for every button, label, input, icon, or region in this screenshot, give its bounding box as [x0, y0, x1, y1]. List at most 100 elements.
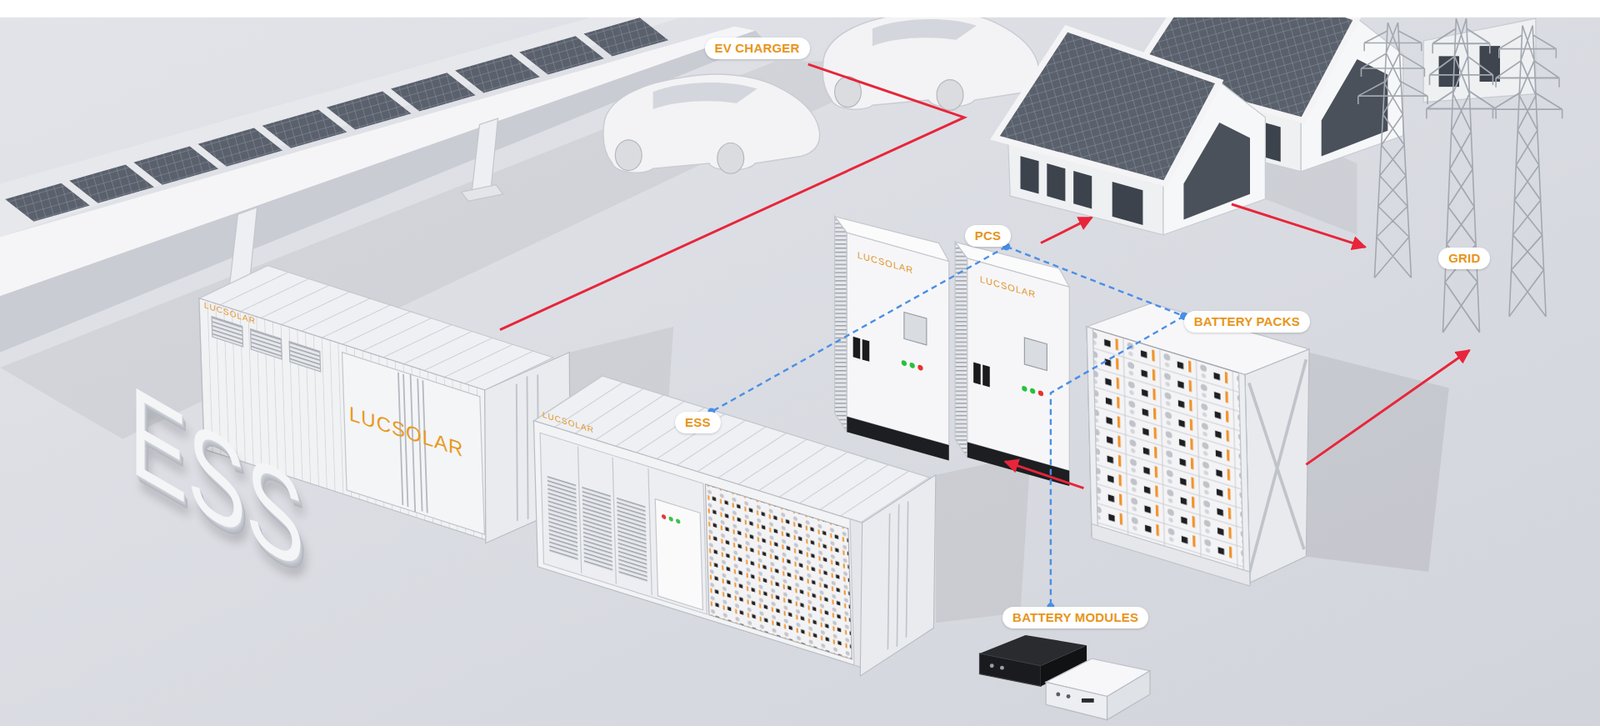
rack-post [1239, 372, 1250, 584]
transmission-tower [1426, 18, 1496, 333]
vent [250, 329, 283, 360]
rack-front [1086, 326, 1250, 585]
dashed-connector [1006, 246, 1185, 316]
vent [581, 485, 613, 572]
car [822, 10, 1040, 110]
house-solar-roof [995, 28, 1220, 184]
power-arrow [1231, 204, 1365, 247]
pill-text: PCS [975, 228, 1001, 244]
container-door [342, 352, 485, 535]
pcs-cabinet [835, 216, 950, 461]
module-display [1081, 698, 1095, 703]
status-led [1038, 390, 1044, 397]
carport-post [471, 118, 499, 195]
pill-text: EV CHARGER [715, 40, 800, 56]
module-port [990, 663, 995, 668]
module-front [1045, 681, 1107, 720]
pill-text: BATTERY PACKS [1194, 314, 1300, 330]
label-pill: PCS [965, 225, 1011, 247]
vent [616, 496, 648, 583]
container-front [533, 420, 866, 670]
top-band [0, 0, 1600, 18]
status-led [917, 364, 923, 371]
cabinet-bay [540, 432, 707, 615]
cabinet-handle [973, 361, 981, 385]
brand-logo: LUCSOLAR [204, 300, 256, 326]
brand-logo: LUCSOLAR [980, 274, 1036, 300]
power-arrow [1005, 461, 1084, 489]
post-footing [460, 185, 503, 202]
status-led [661, 514, 667, 520]
power-arrow [1305, 350, 1470, 465]
house-window [1073, 170, 1092, 209]
cabinet-front [846, 232, 949, 445]
cabinet-plinth [967, 441, 1070, 486]
house-glass [1183, 122, 1250, 220]
panel-seams [577, 446, 652, 595]
cabinet-side [955, 241, 968, 457]
ess-letters: ESS [129, 364, 305, 590]
module-side [1107, 670, 1150, 720]
house [995, 28, 1265, 235]
vent [289, 341, 321, 372]
cabinet-handle [982, 365, 990, 388]
shadow [1305, 352, 1449, 572]
cabinet-screen [1024, 337, 1047, 370]
rack-post [1086, 326, 1098, 538]
status-led [1030, 387, 1035, 395]
cabinet-screen [904, 311, 927, 345]
battery-module [1045, 658, 1150, 720]
rack-side [1245, 349, 1310, 585]
brand-logo: LUCSOLAR [349, 403, 464, 460]
power-line [500, 64, 965, 330]
cabinet-plinth [846, 416, 949, 461]
cabinet-handle [862, 339, 870, 362]
cabinet-front [967, 258, 1070, 471]
transmission-tower [1358, 22, 1428, 278]
status-led [1021, 385, 1027, 392]
label-pill: EV CHARGER [705, 37, 810, 60]
car [603, 74, 820, 174]
label-pill: GRID [1438, 247, 1490, 270]
battery-rack [705, 484, 852, 660]
label-pill: ESS [675, 411, 721, 434]
vent [547, 475, 579, 562]
module-port [1066, 694, 1071, 699]
module-port [1055, 692, 1060, 697]
brand-logo: LUCSOLAR [857, 250, 914, 276]
status-led [675, 518, 681, 525]
shadow [935, 454, 1031, 623]
dashed-connector [711, 246, 1007, 412]
status-led [901, 360, 907, 367]
module-port [1000, 665, 1005, 670]
house-glass [1321, 59, 1389, 156]
rack-brace [1249, 359, 1307, 574]
container-end [860, 475, 936, 676]
pcs-cabinet [955, 241, 1070, 486]
cabinet-side [835, 216, 848, 432]
label-pill: BATTERY PACKS [1184, 310, 1310, 333]
status-led [910, 361, 915, 369]
label-pill: BATTERY MODULES [1002, 606, 1149, 629]
pill-text: BATTERY MODULES [1012, 610, 1139, 625]
vent [211, 316, 244, 347]
house-window [1046, 163, 1065, 201]
power-arrow [1040, 217, 1092, 244]
status-led [668, 515, 674, 522]
dashed-connector [1050, 315, 1185, 607]
house-window [1112, 181, 1144, 225]
rack-base [1091, 523, 1250, 586]
house-window [1020, 155, 1039, 194]
cabinet-handle [853, 336, 861, 360]
battery-rack [1086, 303, 1310, 586]
module-front [980, 653, 1041, 686]
lock-bars [887, 498, 908, 653]
pill-text: GRID [1448, 250, 1480, 266]
control-box [655, 499, 703, 610]
pill-text: ESS [685, 415, 711, 430]
